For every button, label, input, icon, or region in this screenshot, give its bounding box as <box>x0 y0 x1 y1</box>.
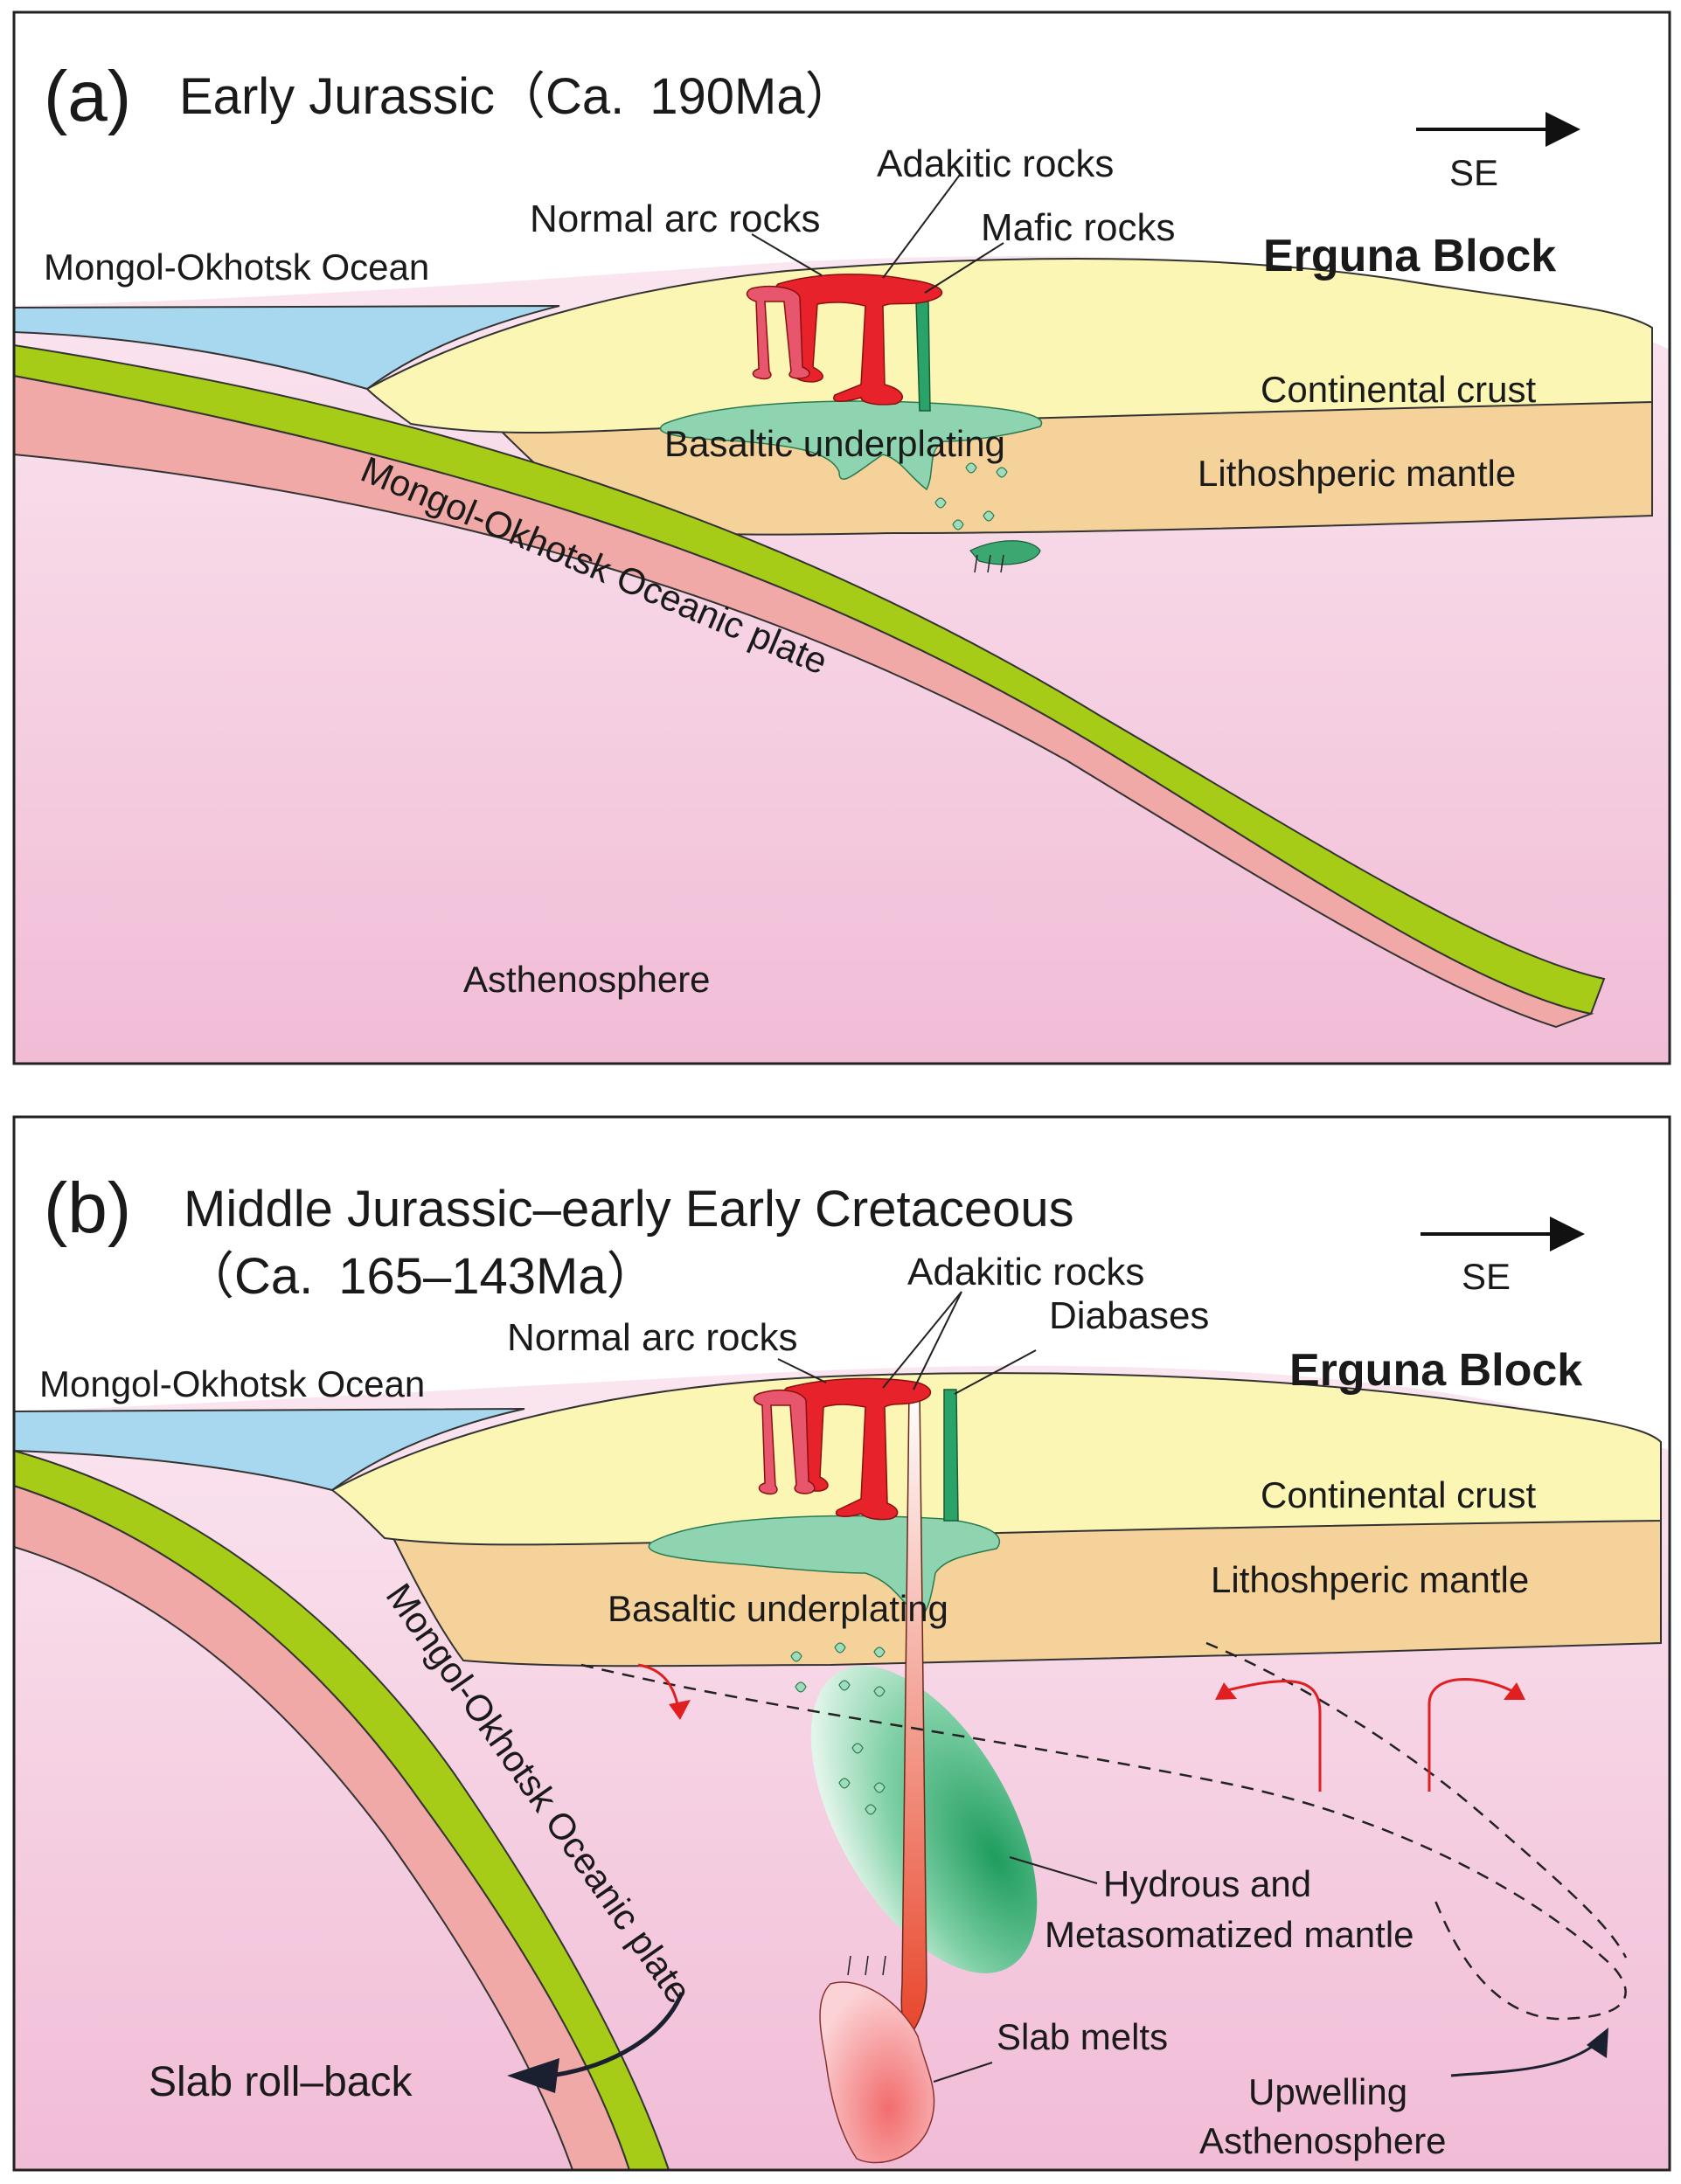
panel-a-block-name: Erguna Block <box>1263 231 1556 281</box>
panel-b-block-name: Erguna Block <box>1289 1345 1582 1396</box>
panel-b-direction-label: SE <box>1462 1256 1511 1297</box>
panel-a-basaltic-underplating <box>659 400 1043 491</box>
panel-b-diabase-dike <box>943 1389 959 1522</box>
panel-b-normal-arc-label: Normal arc rocks <box>507 1316 798 1359</box>
panel-b-label: (b) <box>44 1168 131 1248</box>
panel-b-convection-outer <box>1205 1641 1628 1959</box>
panel-b-upwelling-label-line1: Upwelling <box>1248 2071 1407 2112</box>
panel-a-underplating-label: Basaltic underplating <box>664 423 1005 464</box>
panel-b-upwelling-arrows <box>637 1663 1513 1792</box>
panel-a-melt-droplets <box>934 462 1008 530</box>
panel-b-rollback-arrowhead <box>507 2058 559 2093</box>
panel-b-title-line2: （Ca. 165–143Ma） <box>184 1248 657 1305</box>
panel-b-slab-rollback-label: Slab roll–back <box>149 2059 413 2105</box>
panel-a-title: Early Jurassic（Ca. 190Ma） <box>179 68 856 125</box>
panel-a-frame <box>12 10 1671 1065</box>
panel-b-hydrous-label-line2: Metasomatized mantle <box>1045 1914 1414 1955</box>
panel-b-normal-arc-intrusion <box>753 1389 816 1495</box>
panel-b-upwelling-label-arrowhead <box>1587 2028 1608 2058</box>
panel-a-slab-crust <box>13 343 1606 1016</box>
panel-a-label: (a) <box>44 57 131 136</box>
panel-a-normal-arc-label: Normal arc rocks <box>530 198 821 240</box>
panel-b-melt-droplets <box>790 1642 886 1815</box>
panel-a: (a) Early Jurassic（Ca. 190Ma） SE Adakiti… <box>12 10 1671 1065</box>
panel-a-leader-lines <box>751 174 1004 294</box>
panel-b-continental-crust-label: Continental crust <box>1261 1474 1536 1515</box>
panel-a-slab-melt-blob <box>969 540 1041 565</box>
panel-b-slab-melts-label: Slab melts <box>997 2016 1168 2057</box>
panel-a-lithospheric-mantle-label: Lithoshperic mantle <box>1198 453 1516 494</box>
panel-a-sky <box>14 12 1670 350</box>
panel-b-upwelling-label-line2: Asthenosphere <box>1199 2120 1447 2161</box>
panel-b-fluid-arrows <box>847 1955 886 1976</box>
panel-b-title-line1: Middle Jurassic–early Early Cretaceous <box>184 1181 1074 1238</box>
panel-b: (b) Middle Jurassic–early Early Cretaceo… <box>12 1115 1671 2172</box>
panel-a-adakitic-intrusion <box>775 274 943 406</box>
panel-b-leader-lines <box>777 1291 1098 2083</box>
panel-a-direction-label: SE <box>1449 152 1498 193</box>
panel-b-adakitic-label: Adakitic rocks <box>907 1251 1144 1293</box>
panel-a-fluid-arrows <box>974 554 1004 573</box>
panel-b-frame <box>12 1115 1671 2172</box>
panel-a-ocean <box>13 305 560 391</box>
panel-a-asthenosphere-label: Asthenosphere <box>463 959 711 1000</box>
panel-b-rollback-arrow <box>550 1992 684 2078</box>
panel-b-slab-melts <box>819 1981 935 2164</box>
panel-a-adakitic-label: Adakitic rocks <box>877 142 1114 185</box>
panel-b-upwelling-arrowheads <box>669 1682 1525 1720</box>
panel-b-ocean <box>13 1408 525 1492</box>
panel-a-continental-crust <box>365 258 1653 433</box>
panel-b-upwelling-label-arrow <box>1450 2039 1601 2077</box>
panel-a-normal-arc-intrusion <box>746 286 810 380</box>
panel-b-lithospheric-mantle-label: Lithoshperic mantle <box>1211 1559 1529 1600</box>
panel-a-continental-crust-label: Continental crust <box>1261 369 1536 410</box>
panel-b-sky <box>14 1117 1670 1451</box>
panel-b-diabases-label: Diabases <box>1049 1294 1209 1337</box>
panel-b-underplating-label: Basaltic underplating <box>608 1588 948 1629</box>
panel-a-ocean-label: Mongol-Okhotsk Ocean <box>44 246 429 288</box>
panel-b-hydrous-label-line1: Hydrous and <box>1103 1863 1311 1904</box>
panel-b-ocean-label: Mongol-Okhotsk Ocean <box>39 1363 425 1404</box>
panel-b-continental-crust <box>330 1372 1662 1546</box>
panel-a-mafic-label: Mafic rocks <box>981 206 1175 249</box>
panel-b-convection-inner <box>580 1663 1627 2021</box>
